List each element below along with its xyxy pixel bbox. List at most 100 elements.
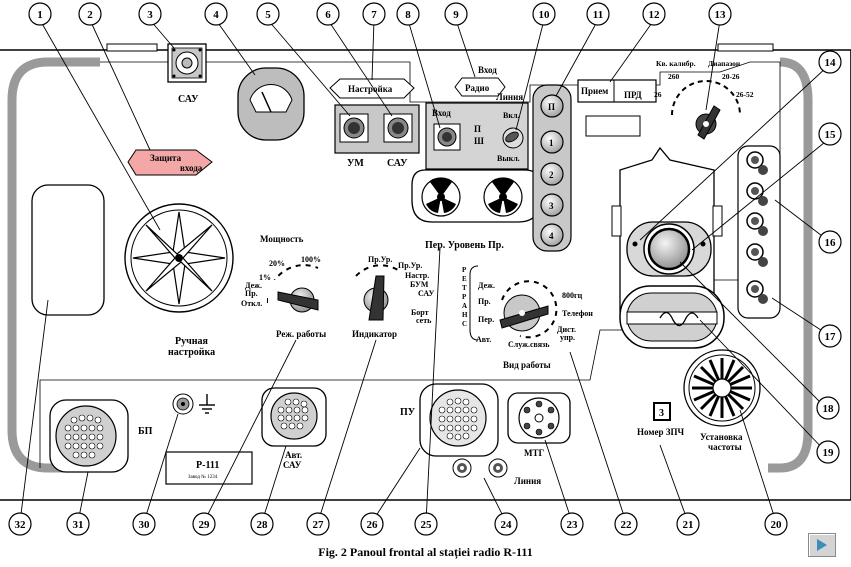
svg-text:25: 25 bbox=[421, 519, 433, 531]
zashchita-badge bbox=[127, 149, 213, 176]
callout-20: 20 bbox=[764, 512, 788, 536]
label-kv-kalibr: Кв. калибр. bbox=[656, 59, 696, 68]
panel-inner-frame bbox=[39, 61, 781, 468]
callout-6: 6 bbox=[316, 2, 340, 26]
label-range-b: 26-52 bbox=[736, 90, 754, 99]
label-avt-mode: Авт. bbox=[476, 335, 491, 344]
svg-text:21: 21 bbox=[683, 519, 694, 531]
label-sau-top: САУ bbox=[178, 94, 199, 105]
work-type-dial-arc bbox=[501, 280, 558, 339]
label-dvt: Дист. bbox=[557, 325, 576, 334]
label-rezh-raboty: Реж. работы bbox=[276, 329, 326, 339]
housing-bracket-right bbox=[712, 205, 723, 237]
label-vkl: Вкл. bbox=[503, 111, 519, 120]
callout-11: 11 bbox=[586, 2, 610, 26]
tx-level-knob[interactable] bbox=[421, 177, 461, 217]
label-pct-1: 1% bbox=[259, 273, 271, 282]
callout-4: 4 bbox=[204, 2, 228, 26]
um-tuning-button[interactable] bbox=[339, 113, 369, 143]
label-vid-raboty: Вид работы bbox=[503, 360, 551, 370]
callout-23: 23 bbox=[560, 512, 584, 536]
priem-prd-switch[interactable] bbox=[577, 79, 657, 103]
indicator-switch-knob[interactable] bbox=[363, 275, 389, 321]
channel-button-3[interactable] bbox=[540, 193, 564, 217]
label-otkl: Откл. bbox=[241, 299, 262, 308]
callout-16: 16 bbox=[818, 230, 842, 254]
manual-tuning-knob[interactable] bbox=[124, 203, 234, 313]
right-jack-2[interactable] bbox=[746, 182, 768, 206]
callout-8: 8 bbox=[396, 2, 420, 26]
avt-sau-connector[interactable] bbox=[261, 387, 327, 447]
channel-button-p[interactable] bbox=[540, 94, 564, 118]
next-slide-button[interactable] bbox=[808, 533, 836, 557]
label-nastroika: Настройка bbox=[348, 84, 393, 94]
callout-27: 27 bbox=[306, 512, 330, 536]
right-jack-3[interactable] bbox=[746, 212, 768, 236]
indicator-dial-arc bbox=[355, 264, 399, 277]
label-btn-4: 4 bbox=[549, 231, 554, 241]
svg-text:1: 1 bbox=[37, 9, 43, 21]
svg-text:11: 11 bbox=[593, 9, 603, 21]
ground-terminal[interactable] bbox=[172, 393, 194, 415]
label-ind-1: Пр.Ур. bbox=[368, 255, 392, 264]
channel-button-4[interactable] bbox=[540, 223, 564, 247]
svg-text:2: 2 bbox=[87, 9, 93, 21]
label-dezh-mode: Деж. bbox=[478, 281, 495, 290]
label-per-mode: Пер. bbox=[478, 315, 494, 324]
sau-antenna-connector[interactable] bbox=[167, 43, 207, 83]
label-ustanovka-2: частоты bbox=[708, 442, 742, 452]
panel-outline bbox=[0, 49, 851, 501]
callout-3: 3 bbox=[138, 2, 162, 26]
callout-5: 5 bbox=[256, 2, 280, 26]
callout-28: 28 bbox=[250, 512, 274, 536]
line-terminal-2[interactable] bbox=[488, 458, 508, 478]
label-vkhod-small: Вход bbox=[432, 108, 451, 118]
callout-2: 2 bbox=[78, 2, 102, 26]
callout-17: 17 bbox=[818, 324, 842, 348]
label-bp: БП bbox=[138, 426, 153, 437]
vkhod-button[interactable] bbox=[433, 123, 461, 151]
work-type-switch-knob[interactable] bbox=[499, 294, 549, 332]
right-jack-4[interactable] bbox=[746, 243, 768, 267]
svg-text:6: 6 bbox=[325, 9, 331, 21]
label-vkhod-top: Вход bbox=[478, 65, 497, 75]
label-nomer-zpch: Номер ЗПЧ bbox=[637, 427, 684, 437]
label-retrans-5: А bbox=[462, 302, 467, 310]
pu-connector[interactable] bbox=[419, 383, 499, 457]
mode-switch-knob[interactable] bbox=[268, 280, 328, 332]
callout-31: 31 bbox=[66, 512, 90, 536]
callout-19: 19 bbox=[816, 440, 840, 464]
svg-text:22: 22 bbox=[621, 519, 633, 531]
bp-connector[interactable] bbox=[49, 399, 129, 473]
label-liniya-bot: Линия bbox=[514, 476, 541, 486]
label-vykl: Выкл. bbox=[497, 154, 520, 163]
right-jack-5[interactable] bbox=[746, 280, 768, 304]
channel-button-2[interactable] bbox=[540, 162, 564, 186]
callout-18: 18 bbox=[816, 396, 840, 420]
sau-tuning-button[interactable] bbox=[383, 113, 413, 143]
svg-text:10: 10 bbox=[539, 9, 551, 21]
label-sau-mid: САУ bbox=[387, 158, 408, 169]
label-ind-2: Пр.Ур. bbox=[398, 261, 422, 270]
label-radio: Радио bbox=[465, 83, 490, 93]
mtg-connector[interactable] bbox=[507, 392, 571, 444]
callout-26: 26 bbox=[360, 512, 384, 536]
label-btn-3: 3 bbox=[549, 201, 554, 211]
range-switch-knob[interactable] bbox=[695, 105, 721, 140]
svg-text:12: 12 bbox=[649, 9, 661, 21]
svg-text:29: 29 bbox=[199, 519, 211, 531]
power-toggle[interactable] bbox=[502, 127, 524, 149]
label-zashchita-1: Защита bbox=[150, 153, 182, 163]
play-arrow-icon bbox=[817, 539, 827, 551]
callout-32: 32 bbox=[8, 512, 32, 536]
svg-text:27: 27 bbox=[313, 519, 325, 531]
label-pr-mode: Пр. bbox=[478, 297, 491, 306]
right-jack-1[interactable] bbox=[746, 151, 768, 175]
output-meter bbox=[237, 67, 305, 141]
channel-button-1[interactable] bbox=[540, 130, 564, 154]
rx-level-knob[interactable] bbox=[483, 177, 523, 217]
line-terminal-1[interactable] bbox=[452, 458, 472, 478]
label-avt-sau-1: Авт. bbox=[285, 450, 302, 460]
frequency-set-wheel[interactable] bbox=[683, 349, 761, 427]
